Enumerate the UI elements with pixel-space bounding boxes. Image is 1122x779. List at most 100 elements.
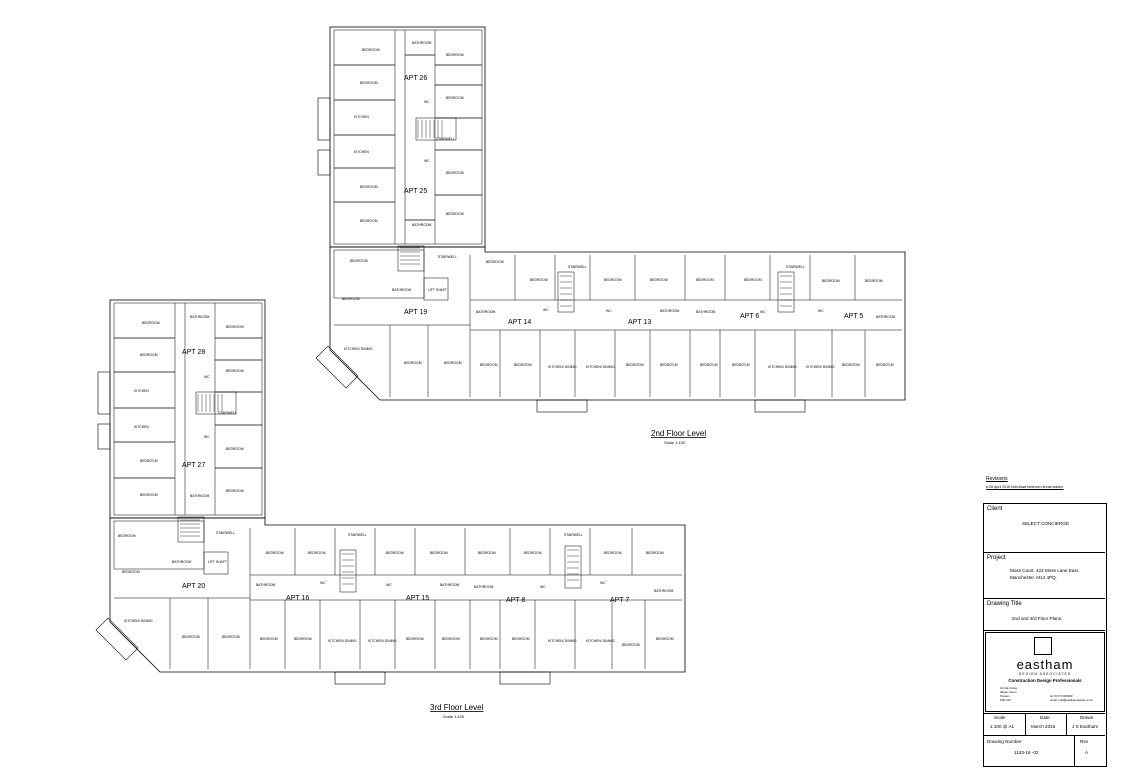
room-label: STAIRWELL xyxy=(218,411,237,415)
room-label: BEDROOM xyxy=(430,551,448,555)
room-label: BATHROOM xyxy=(412,223,432,227)
second-floor-horizontal-wing xyxy=(315,245,906,413)
room-label: WC xyxy=(204,375,210,379)
divider xyxy=(1025,713,1026,735)
room-label: BATHROOM xyxy=(172,560,192,564)
project-line: Moss Court. 422 Moss Lane East. xyxy=(1010,568,1080,573)
drawing-number-heading: Drawing Number xyxy=(987,739,1022,744)
level-scale-third: Scale 1:100 xyxy=(443,714,465,719)
room-label: KITCHEN xyxy=(354,115,369,119)
room-label: BEDROOM xyxy=(530,278,548,282)
client-heading: Client xyxy=(987,506,1003,512)
room-label: WC xyxy=(818,309,824,313)
room-label: BEDROOM xyxy=(360,81,378,85)
room-label: WC xyxy=(600,581,606,585)
title-block xyxy=(983,503,1107,767)
room-label: BEDROOM xyxy=(360,185,378,189)
divider xyxy=(983,598,1105,599)
room-label: BEDROOM xyxy=(524,551,542,555)
company-tagline: Construction Design Professionals xyxy=(1008,678,1082,683)
room-label: KITCHEN/ DINING xyxy=(328,639,357,643)
divider xyxy=(1066,713,1067,735)
project-heading: Project xyxy=(987,555,1006,561)
room-label: BATHROOM xyxy=(654,589,674,593)
date-heading: Date xyxy=(1040,715,1050,720)
room-label: BEDROOM xyxy=(732,363,750,367)
room-label: BEDROOM xyxy=(266,551,284,555)
apartment-tag: APT 28 xyxy=(182,349,205,356)
room-label: WC xyxy=(543,308,549,312)
room-label: BEDROOM xyxy=(656,637,674,641)
divider xyxy=(1074,735,1075,766)
room-label: WC xyxy=(320,581,326,585)
room-label: KITCHEN/ DINING xyxy=(586,365,615,369)
room-label: BEDROOM xyxy=(226,369,244,373)
room-label: BEDROOM xyxy=(222,635,240,639)
apartment-tag: APT 19 xyxy=(404,309,427,316)
room-label: BEDROOM xyxy=(514,363,532,367)
third-floor-horizontal-wing xyxy=(95,516,686,685)
apartment-tag: APT 20 xyxy=(182,583,205,590)
room-label: BEDROOM xyxy=(342,297,360,301)
room-label: WC xyxy=(540,585,546,589)
room-label: BEDROOM xyxy=(446,96,464,100)
apartment-tag: APT 6 xyxy=(740,313,759,320)
divider xyxy=(983,713,1105,714)
drawing-title: 2nd and 3rd Floor Plans. xyxy=(1012,616,1063,621)
room-label: BEDROOM xyxy=(404,361,422,365)
room-label: BATHROOM xyxy=(474,585,494,589)
room-label: BEDROOM xyxy=(140,459,158,463)
room-label: STAIRWELL xyxy=(436,137,455,141)
room-label: BATHROOM xyxy=(256,583,276,587)
room-label: WC xyxy=(386,583,392,587)
room-label: LIFT SHAFT xyxy=(208,560,227,564)
room-label: BEDROOM xyxy=(444,361,462,365)
room-label: STAIRWELL xyxy=(348,533,367,537)
room-label: BEDROOM xyxy=(660,363,678,367)
room-label: BEDROOM xyxy=(876,363,894,367)
company-subtitle: DESIGN ASSOCIATES xyxy=(1018,672,1072,676)
room-label: STAIRWELL xyxy=(216,531,235,535)
apartment-tag: APT 16 xyxy=(286,595,309,602)
room-label: STAIRWELL xyxy=(438,255,457,259)
rev-value: A xyxy=(1085,750,1089,755)
room-label: BEDROOM xyxy=(226,447,244,451)
room-label: KITCHEN/ DINING xyxy=(586,639,615,643)
room-label: STAIRWELL xyxy=(564,533,583,537)
room-label: BEDROOM xyxy=(142,321,160,325)
room-label: BEDROOM xyxy=(446,53,464,57)
room-label: BEDROOM xyxy=(122,570,140,574)
room-label: BEDROOM xyxy=(294,637,312,641)
room-label: BEDROOM xyxy=(308,551,326,555)
revisions-heading: Revisions xyxy=(986,476,1008,482)
room-label: BEDROOM xyxy=(512,637,530,641)
room-label: BEDROOM xyxy=(646,551,664,555)
room-label: WC xyxy=(760,310,766,314)
second-floor-apartment-tags: APT 26 APT 25 APT 19 APT 14 APT 13 APT 6… xyxy=(404,75,863,326)
room-label: BEDROOM xyxy=(260,637,278,641)
room-label: BEDROOM xyxy=(446,171,464,175)
room-label: BEDROOM xyxy=(226,489,244,493)
company-logo-icon xyxy=(1034,637,1052,655)
room-label: KITCHEN/ DINING xyxy=(124,619,153,623)
room-label: KITCHEN/ DINING xyxy=(768,365,797,369)
room-label: BATHROOM xyxy=(440,583,460,587)
room-label: BEDROOM xyxy=(350,259,368,263)
room-label: BEDROOM xyxy=(446,212,464,216)
apartment-tag: APT 7 xyxy=(610,597,629,604)
room-label: BEDROOM xyxy=(650,278,668,282)
apartment-tag: APT 5 xyxy=(844,313,863,320)
drawing-title-heading: Drawing Title xyxy=(987,601,1022,607)
room-label: KITCHEN xyxy=(134,425,149,429)
level-title-second: 2nd Floor Level xyxy=(651,429,706,438)
room-label: KITCHEN/ DINING xyxy=(548,365,577,369)
room-label: BEDROOM xyxy=(626,363,644,367)
company-contact: tel: 01772 000000 email: mail@easthamdes… xyxy=(1050,694,1093,702)
project-line: Manchester. M14 4PQ. xyxy=(1010,575,1057,580)
scale-value: 1:100 @ A1 xyxy=(990,724,1015,729)
room-label: BEDROOM xyxy=(386,551,404,555)
room-label: BEDROOM xyxy=(140,353,158,357)
room-label: BEDROOM xyxy=(226,325,244,329)
room-label: KITCHEN/ DINING xyxy=(368,639,397,643)
divider xyxy=(983,630,1105,631)
